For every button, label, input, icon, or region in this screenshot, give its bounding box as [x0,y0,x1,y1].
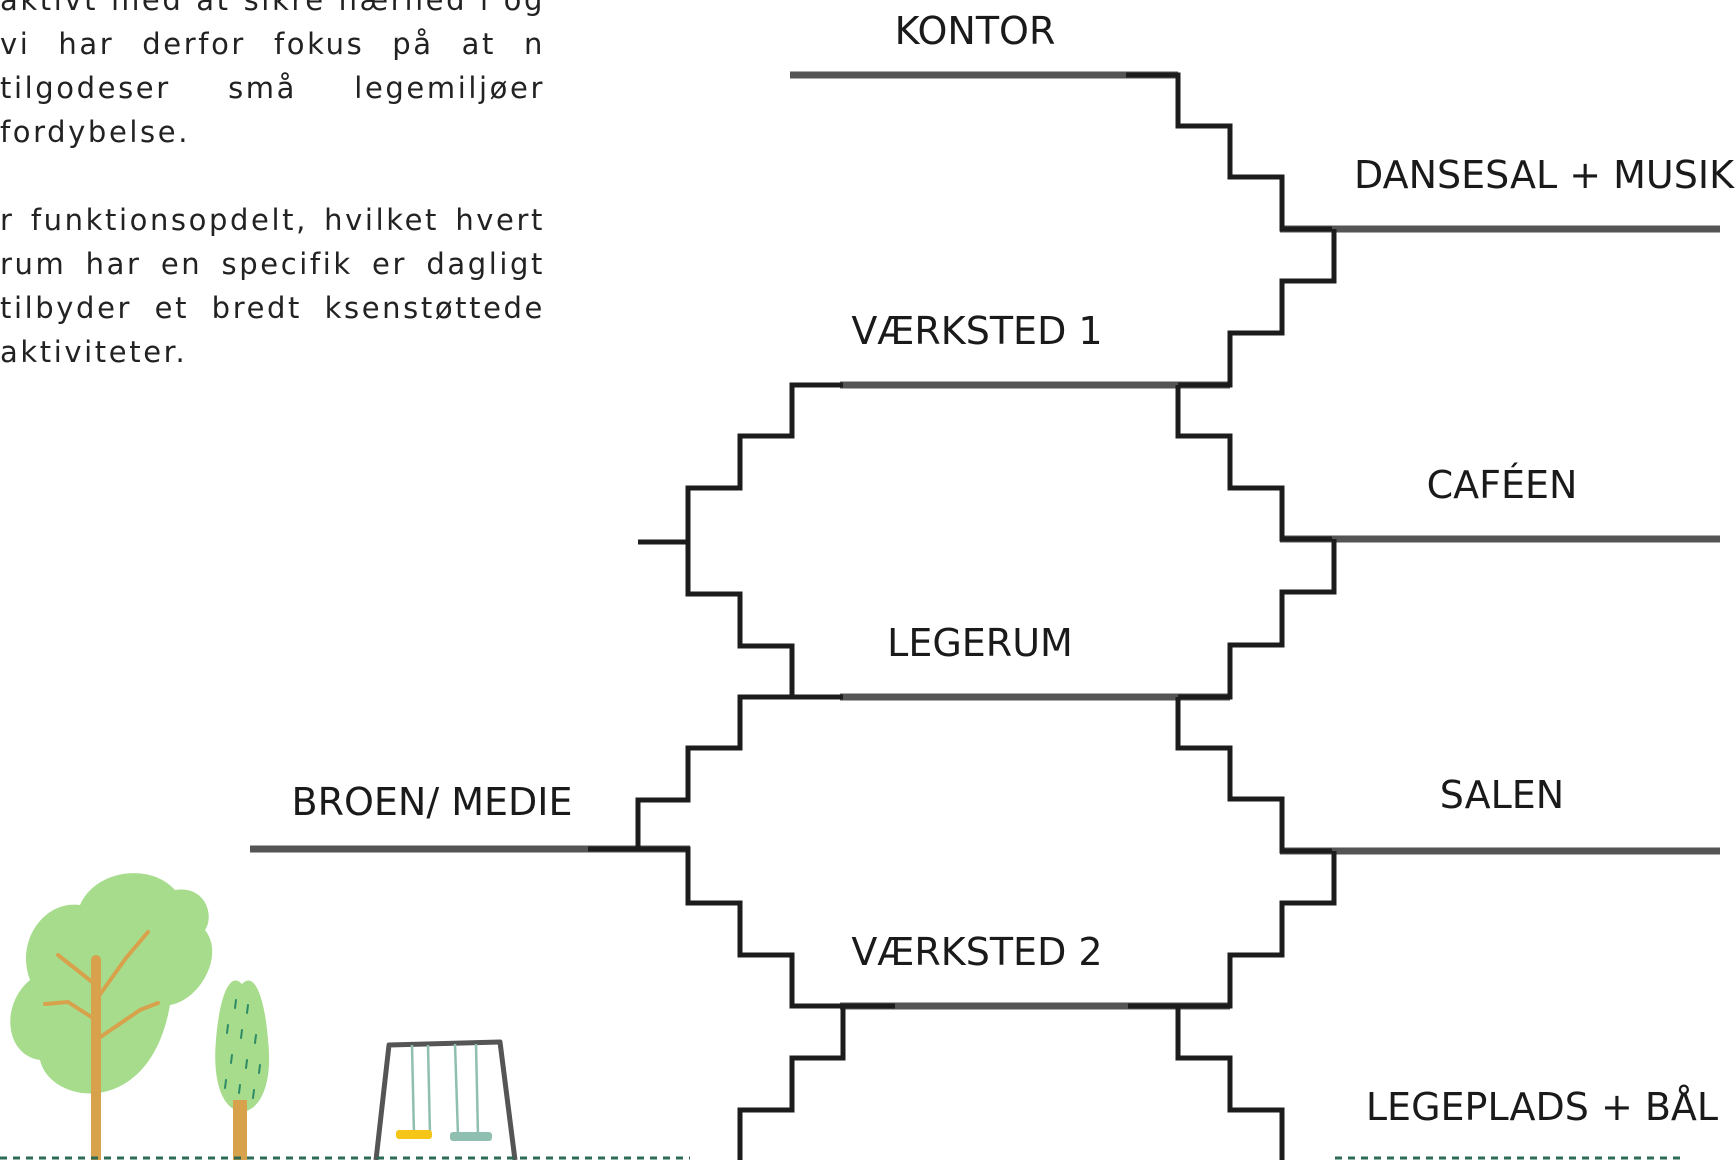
playground-illustration [0,873,1680,1160]
stair-broen-vaerksted2 [636,846,895,1009]
intro-paragraph-2: r funktionsopdelt, hvilket hvert rum har… [0,203,545,369]
floor-lines [250,71,1720,1010]
label-kontor: KONTOR [895,9,1056,53]
stair-vaerksted2-legeplads-left [737,1006,846,1160]
stair-legerum-left [685,542,843,700]
stair-vaerksted2-legeplads-right [1128,1003,1285,1160]
label-cafeen: CAFÉEN [1427,463,1578,507]
label-legeplads: LEGEPLADS + BÅL [1366,1085,1718,1129]
cypress-tree-icon [215,980,270,1160]
label-dansesal: DANSESAL + MUSIK [1354,153,1735,197]
swing-seat-teal [450,1132,492,1141]
swing-seat-yellow [396,1130,432,1139]
stair-legerum-broen [588,694,792,852]
stair-salen-vaerksted2 [1178,851,1337,1009]
swing-set-icon [373,1039,518,1160]
stair-vaerksted1-left [638,382,843,545]
tree-icon [10,873,213,1160]
room-labels: KONTOR DANSESAL + MUSIK VÆRKSTED 1 CAFÉE… [292,9,1736,1129]
label-vaerksted2: VÆRKSTED 2 [851,930,1102,974]
label-legerum: LEGERUM [887,621,1073,665]
intro-text: aktivt med at sikre nærhed i og vi har d… [0,0,545,418]
stair-legerum-salen [1175,697,1332,854]
intro-paragraph-1: aktivt med at sikre nærhed i og vi har d… [0,0,545,149]
stair-kontor-dansesal [1126,72,1332,232]
stair-dansesal-vaerksted1 [1178,229,1337,388]
stair-cafeen-legerum [1178,539,1337,700]
label-vaerksted1: VÆRKSTED 1 [851,309,1102,353]
label-broen: BROEN/ MEDIE [292,780,573,824]
stair-vaerksted1-cafeen [1175,385,1332,542]
stairs [588,72,1337,1160]
label-salen: SALEN [1440,773,1564,817]
